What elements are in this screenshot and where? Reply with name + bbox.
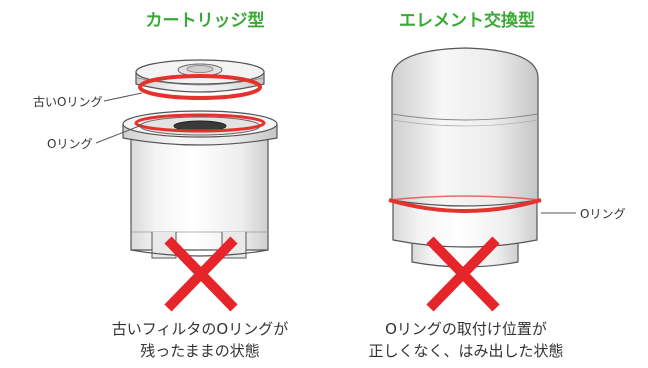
callout-line-ring xyxy=(95,124,143,144)
cartridge-caption-line1: 古いフィルタのOリングが xyxy=(111,320,289,338)
element-caption-line2: 正しくなく、はみ出した状態 xyxy=(368,342,564,360)
element-type-title: エレメント交換型 xyxy=(399,11,535,31)
misplaced-o-ring xyxy=(388,198,542,213)
element-filter xyxy=(388,47,576,312)
cartridge-caption: 古いフィルタのOリングが 残ったままの状態 xyxy=(90,318,310,362)
o-ring-label-left: Oリング xyxy=(47,137,93,151)
old-o-ring xyxy=(138,74,262,100)
element-caption: Oリングの取付け位置が 正しくなく、はみ出した状態 xyxy=(348,318,584,362)
o-ring-label-right: Oリング xyxy=(580,207,626,221)
cartridge-caption-line2: 残ったままの状態 xyxy=(140,342,260,360)
element-caption-line1: Oリングの取付け位置が xyxy=(385,320,547,338)
callout-line-old-ring xyxy=(103,92,143,102)
x-cross-icon xyxy=(426,236,500,312)
x-cross-icon xyxy=(164,236,238,312)
cartridge-filter xyxy=(95,59,278,312)
old-o-ring-label: 古いOリング xyxy=(33,95,103,109)
o-ring xyxy=(134,113,266,133)
cartridge-type-title: カートリッジ型 xyxy=(145,11,265,31)
cartridge-body xyxy=(122,110,278,259)
